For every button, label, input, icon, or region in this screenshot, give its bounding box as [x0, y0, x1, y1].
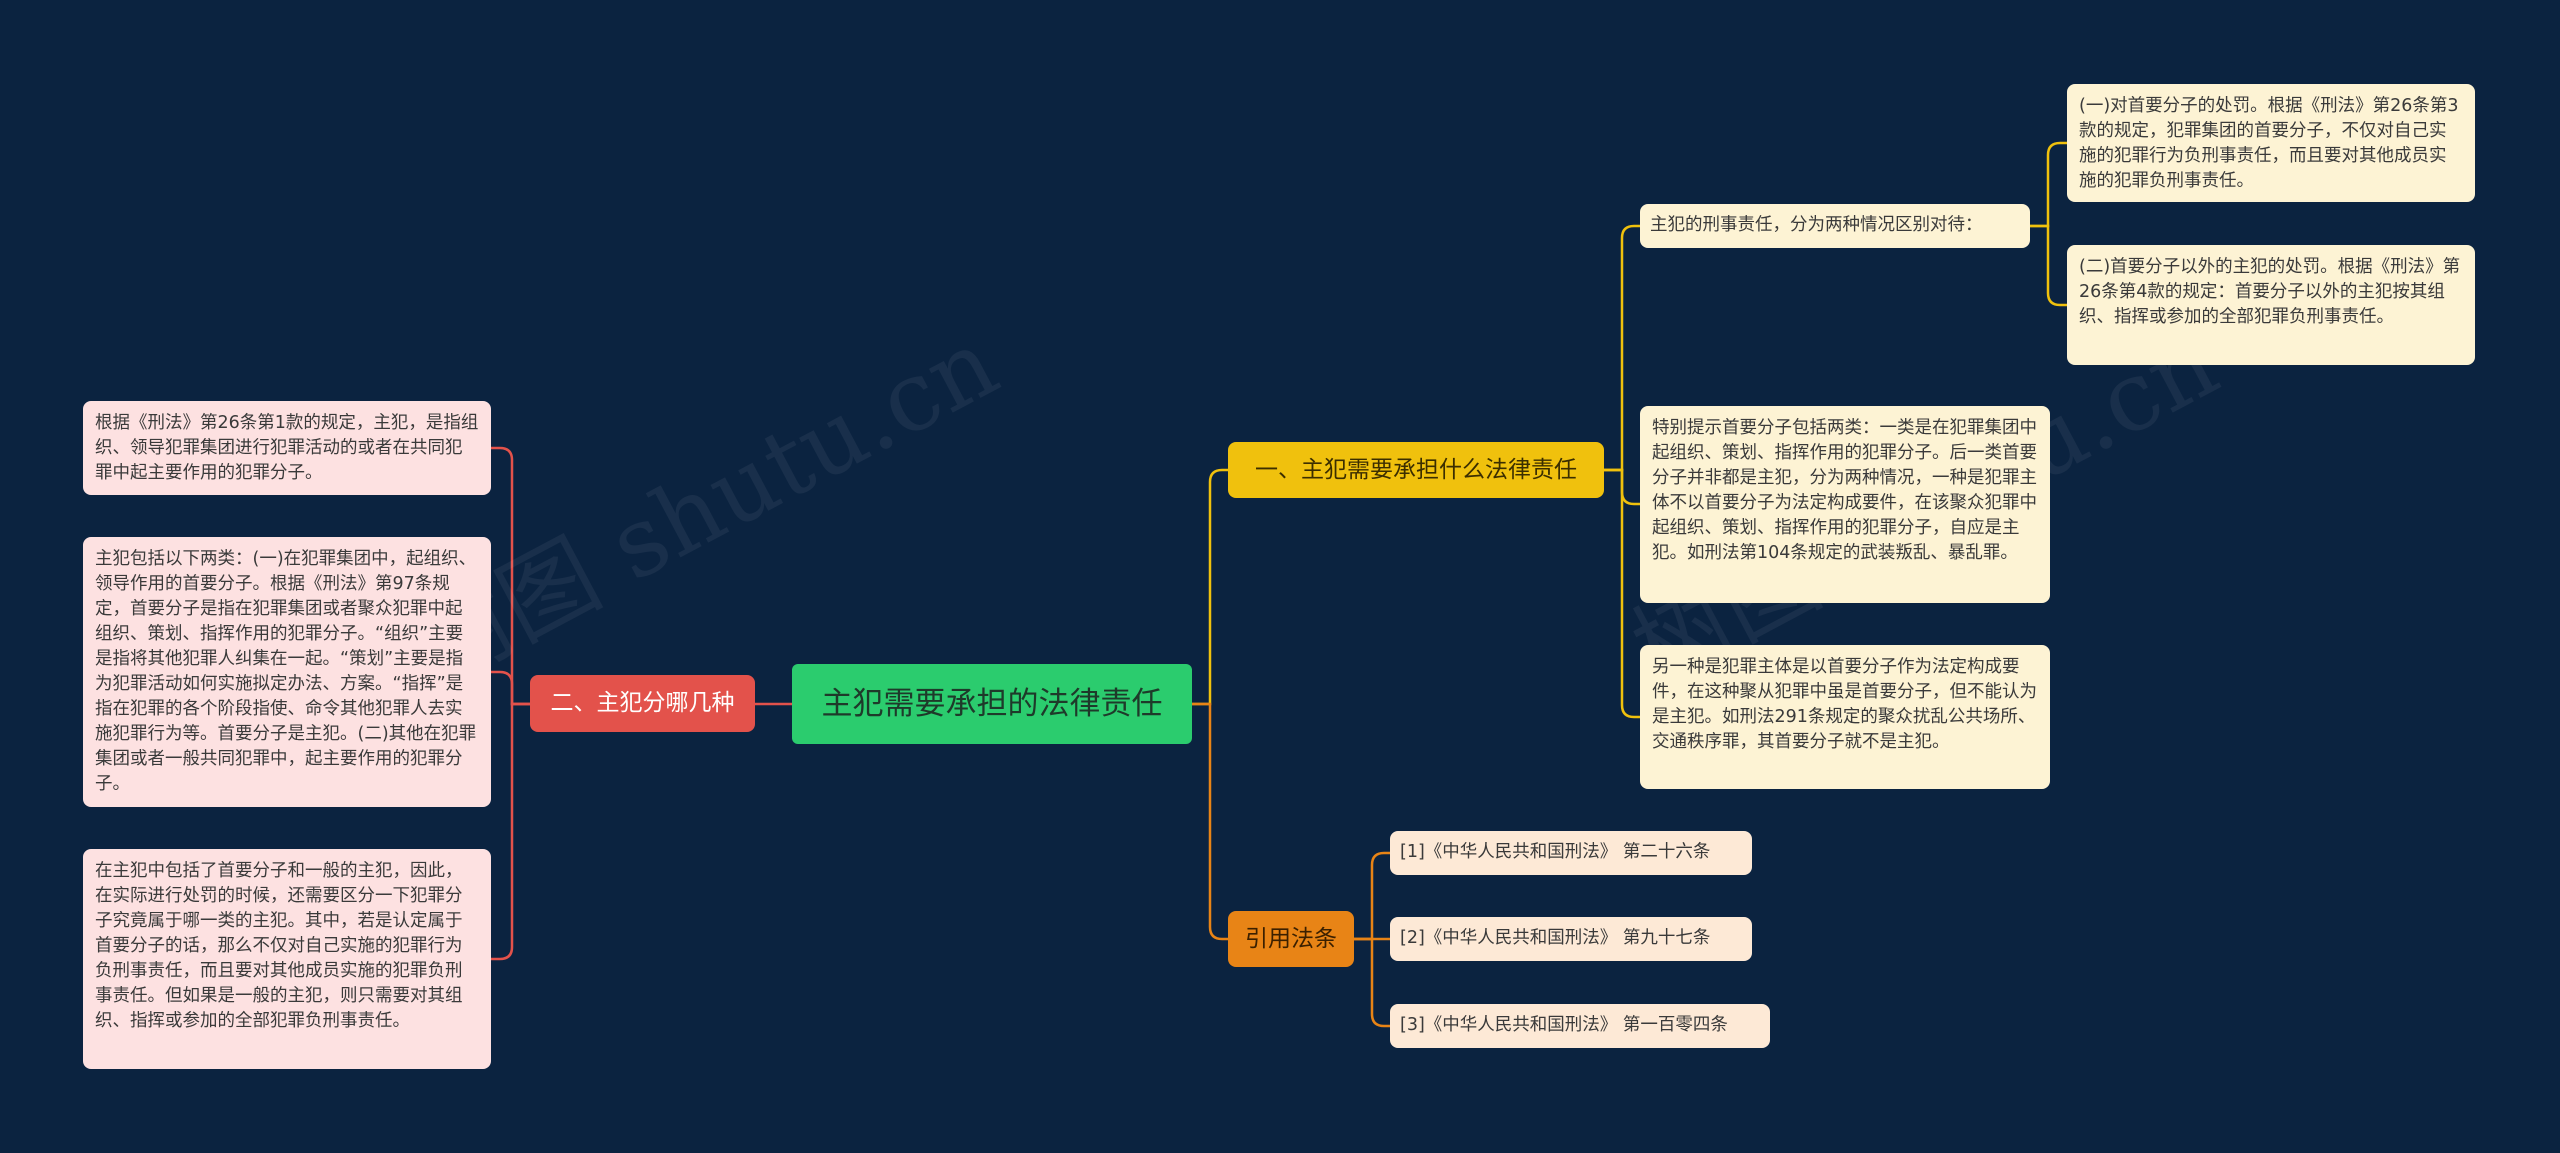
branch-types-of-principal[interactable]: 二、主犯分哪几种: [530, 675, 755, 732]
connector-root-liability: [1192, 468, 1228, 706]
branch-cited-laws[interactable]: 引用法条: [1228, 911, 1354, 967]
connector-liability-sub: [1604, 224, 1640, 472]
connector-liability-another: [1604, 468, 1640, 719]
leaf-ringleader-punishment[interactable]: (一)对首要分子的处罚。根据《刑法》第26条第3款的规定，犯罪集团的首要分子，不…: [2067, 84, 2475, 202]
connector-cite-3: [1354, 937, 1390, 1028]
leaf-left-2[interactable]: 主犯包括以下两类：(一)在犯罪集团中，起组织、领导作用的首要分子。根据《刑法》第…: [83, 537, 491, 807]
leaf-special-note[interactable]: 特别提示首要分子包括两类：一类是在犯罪集团中起组织、策划、指挥作用的犯罪分子。后…: [1640, 406, 2050, 603]
leaf-other-principal-punishment[interactable]: (二)首要分子以外的主犯的处罚。根据《刑法》第26条第4款的规定：首要分子以外的…: [2067, 245, 2475, 365]
root-topic[interactable]: 主犯需要承担的法律责任: [792, 664, 1192, 744]
connector-cite-1: [1354, 851, 1390, 941]
citation-1[interactable]: [1]《中华人民共和国刑法》 第二十六条: [1390, 831, 1752, 875]
citation-3[interactable]: [3]《中华人民共和国刑法》 第一百零四条: [1390, 1004, 1770, 1048]
branch-liability[interactable]: 一、主犯需要承担什么法律责任: [1228, 442, 1604, 498]
citation-2[interactable]: [2]《中华人民共和国刑法》 第九十七条: [1390, 917, 1752, 961]
connector-sub-2: [2030, 224, 2067, 307]
leaf-left-1[interactable]: 根据《刑法》第26条第1款的规定，主犯，是指组织、领导犯罪集团进行犯罪活动的或者…: [83, 401, 491, 495]
connector-left-1: [491, 446, 530, 706]
connector-root-cited: [1192, 702, 1228, 941]
connector-left-2: [491, 670, 530, 706]
sub-topic-criminal-liability[interactable]: 主犯的刑事责任，分为两种情况区别对待：: [1640, 204, 2030, 248]
leaf-another-type[interactable]: 另一种是犯罪主体是以首要分子作为法定构成要件，在这种聚从犯罪中虽是首要分子，但不…: [1640, 645, 2050, 789]
connector-sub-1: [2030, 141, 2067, 228]
leaf-left-3[interactable]: 在主犯中包括了首要分子和一般的主犯，因此，在实际进行处罚的时候，还需要区分一下犯…: [83, 849, 491, 1069]
connector-left-3: [491, 702, 530, 961]
